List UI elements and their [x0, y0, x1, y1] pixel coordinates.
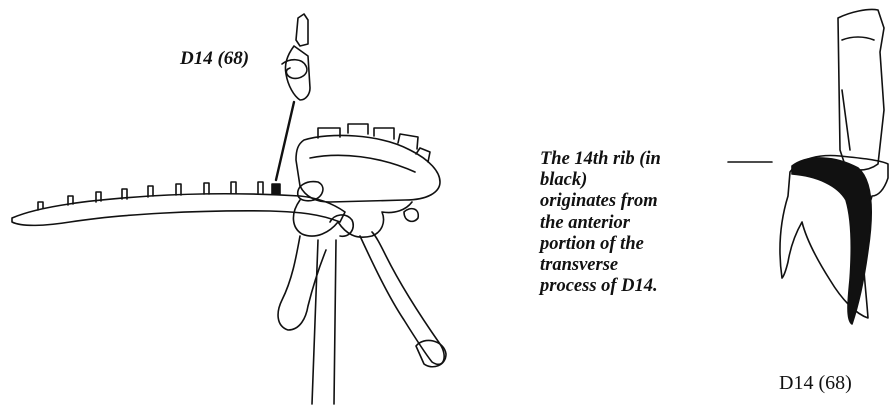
caption-line: transverse — [540, 255, 715, 276]
rib-black — [792, 158, 871, 324]
caption-line: black) — [540, 170, 715, 191]
large-neural-spine-detail — [842, 37, 874, 150]
sacrum-block — [296, 135, 440, 202]
pelvis-illustration — [12, 124, 446, 404]
sacrum-inner-ridge — [310, 155, 415, 172]
sacral-spines — [318, 124, 430, 162]
caption-line: originates from — [540, 191, 715, 212]
acetabulum-detail — [404, 209, 418, 222]
vertebra-d14-large — [728, 9, 888, 324]
caption-line: the anterior — [540, 213, 715, 234]
vertebra-label-top: D14 (68) — [180, 48, 249, 70]
pubis-right — [360, 232, 444, 364]
caption-line: portion of the — [540, 234, 715, 255]
vertebra-spine — [296, 14, 308, 46]
large-neural-spine — [838, 9, 884, 170]
rib-caption: The 14th rib (in black) originates from … — [540, 149, 715, 297]
vertebra-pointer-line — [276, 102, 294, 180]
caption-line: process of D14. — [540, 276, 715, 297]
marked-process — [272, 184, 280, 194]
vertebra-d14-small — [276, 14, 310, 180]
vertebra-label-right: D14 (68) — [779, 372, 852, 395]
ischium-left — [278, 236, 326, 330]
ilium — [293, 200, 412, 237]
femur-shaft — [312, 240, 336, 404]
caption-line: The 14th rib (in — [540, 149, 715, 170]
